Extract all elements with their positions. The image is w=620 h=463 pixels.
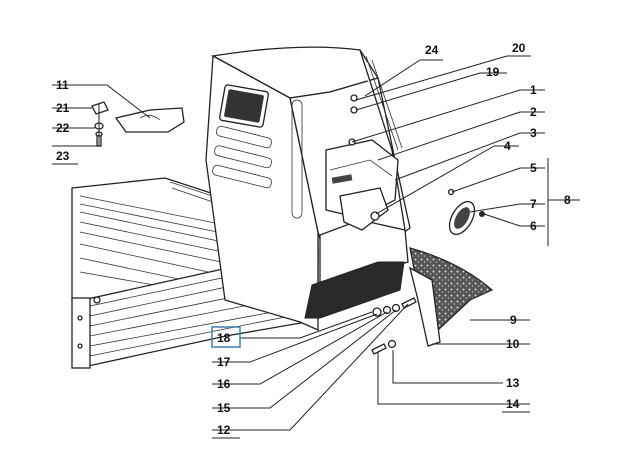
callout-23: 23 bbox=[56, 149, 70, 163]
callout-10: 10 bbox=[506, 337, 520, 351]
label-underlines bbox=[52, 55, 531, 439]
cab-body bbox=[205, 46, 411, 332]
callout-5: 5 bbox=[530, 161, 537, 175]
callout-14: 14 bbox=[506, 397, 520, 411]
callout-4: 4 bbox=[504, 139, 511, 153]
fastener-group bbox=[371, 297, 417, 355]
callout-22: 22 bbox=[56, 121, 70, 135]
callout-11: 11 bbox=[56, 78, 69, 92]
callout-20: 20 bbox=[512, 41, 526, 55]
callout-13: 13 bbox=[506, 376, 520, 390]
bracket-parts bbox=[91, 101, 185, 147]
callout-8: 8 bbox=[564, 193, 571, 207]
callout-18: 18 bbox=[217, 331, 231, 345]
callout-16: 16 bbox=[217, 377, 231, 391]
callout-15: 15 bbox=[217, 401, 231, 415]
leader-lines bbox=[52, 55, 580, 431]
callout-2: 2 bbox=[530, 105, 537, 119]
callout-labels: 24 20 19 1 2 3 4 5 7 6 8 11 21 22 23 9 1… bbox=[56, 41, 571, 437]
callout-24: 24 bbox=[425, 43, 439, 57]
callout-6: 6 bbox=[530, 219, 537, 233]
callout-21: 21 bbox=[56, 101, 70, 115]
callout-12: 12 bbox=[217, 423, 231, 437]
callout-7: 7 bbox=[530, 197, 537, 211]
callout-9: 9 bbox=[510, 313, 517, 327]
callout-3: 3 bbox=[530, 126, 537, 140]
mudguard bbox=[409, 247, 494, 347]
callout-19: 19 bbox=[486, 65, 500, 79]
callout-18-highlight bbox=[211, 326, 241, 348]
callout-17: 17 bbox=[217, 355, 231, 369]
callout-1: 1 bbox=[530, 83, 537, 97]
lamp-parts bbox=[447, 188, 485, 236]
